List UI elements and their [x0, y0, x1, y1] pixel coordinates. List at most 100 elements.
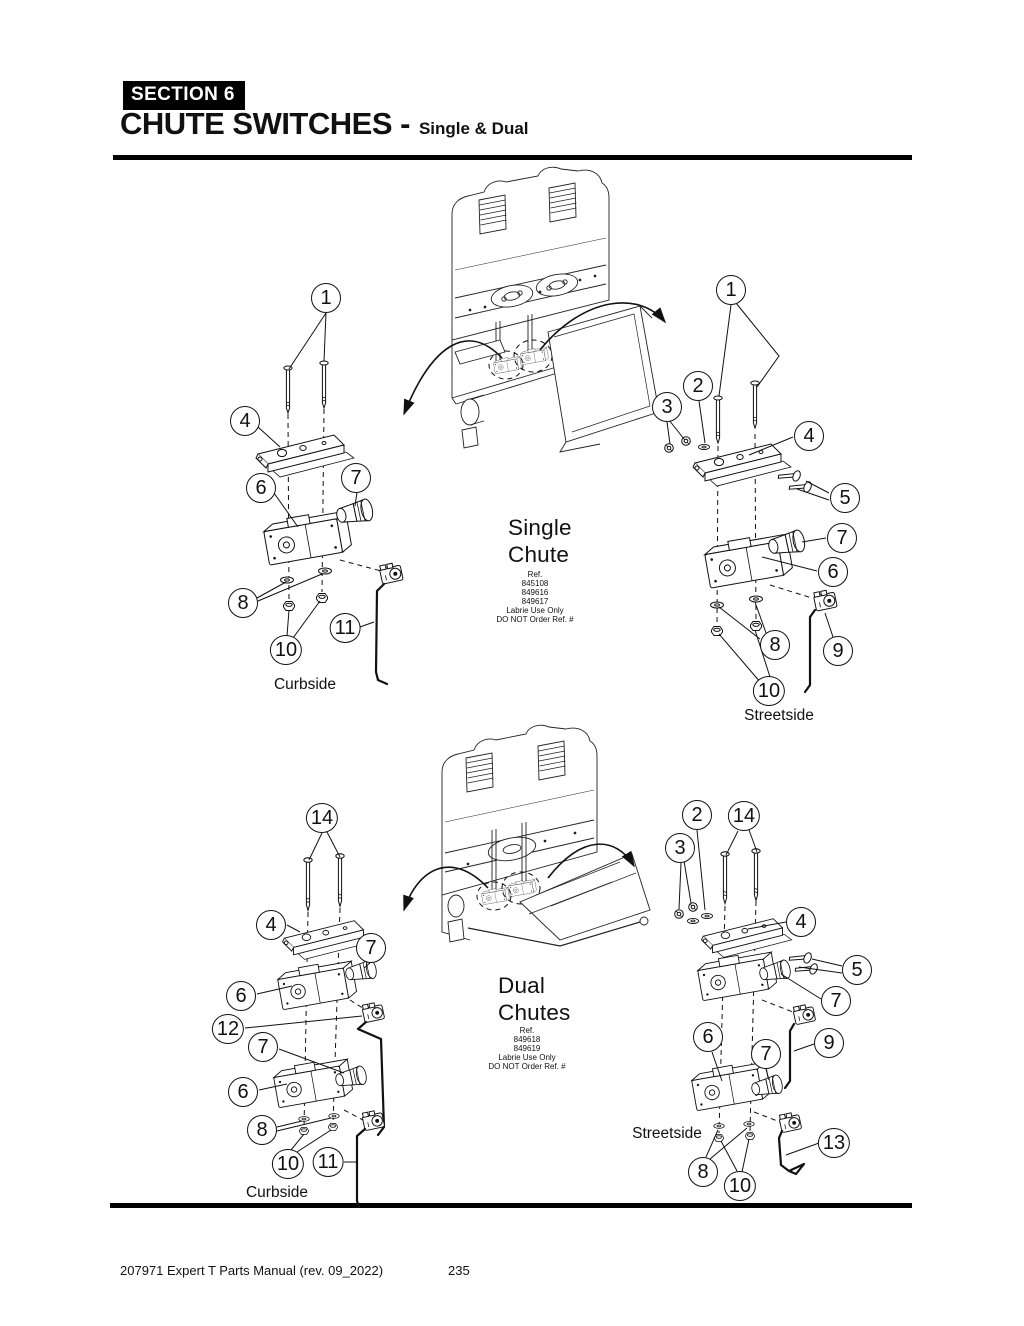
callout-1: 1: [716, 275, 746, 305]
single-streetside-assembly: [664, 302, 838, 694]
lock-nut: [316, 593, 328, 603]
callout-5: 5: [830, 483, 860, 513]
wire-connector: [792, 1002, 817, 1026]
single-chute-title-line1: Single: [508, 515, 572, 540]
dual-chutes-title: Dual Chutes: [498, 972, 571, 1026]
page-title-row: CHUTE SWITCHES - Single & Dual: [120, 106, 529, 142]
switch-rod: [355, 1127, 367, 1209]
dual-chutes-title-line2: Chutes: [498, 1000, 571, 1025]
switch-rod: [783, 1022, 796, 1090]
wire-connector: [361, 1000, 386, 1024]
callout-1: 1: [311, 283, 341, 313]
callout-4: 4: [230, 406, 260, 436]
wire-connector: [361, 1108, 386, 1132]
dual-curbside-assembly: [244, 831, 386, 1209]
page-title: CHUTE SWITCHES -: [120, 106, 410, 141]
flat-washer: [298, 1116, 310, 1122]
lock-nut: [711, 626, 723, 636]
ref-number: 849616: [521, 588, 549, 597]
ref-number: 849618: [513, 1035, 541, 1044]
switch-bracket: [701, 918, 793, 958]
truck-rear-view-dual: [403, 724, 651, 947]
callout-13: 13: [817, 1128, 851, 1158]
callout-3: 3: [652, 392, 682, 422]
callout-12: 12: [211, 1014, 245, 1044]
callout-9: 9: [814, 1028, 844, 1058]
mounting-bolt-long: [720, 851, 730, 905]
callout-6: 6: [246, 473, 276, 503]
mounting-bolt: [319, 360, 329, 409]
callout-11: 11: [329, 613, 361, 643]
dual-streetside-assembly: [674, 829, 843, 1176]
callout-10: 10: [752, 676, 786, 706]
section-badge: SECTION 6: [123, 81, 245, 110]
lock-nut: [745, 1132, 755, 1140]
lock-nut: [299, 1127, 309, 1135]
footer-page-number: 235: [448, 1263, 470, 1278]
callout-7: 7: [248, 1032, 278, 1062]
lock-nut: [283, 601, 295, 611]
callout-9: 9: [823, 636, 853, 666]
ref-note: Labrie Use Only: [506, 606, 564, 615]
single-chute-title-line2: Chute: [508, 542, 570, 567]
switch-rod: [374, 582, 389, 686]
flat-washer: [280, 576, 294, 584]
callout-14: 14: [305, 803, 339, 833]
ref-note: DO NOT Order Ref. #: [488, 1062, 566, 1071]
single-curbside-assembly: [255, 312, 404, 686]
callout-14: 14: [727, 801, 761, 831]
dual-chutes-ref-block: Ref. 849618 849619 Labrie Use Only DO NO…: [488, 1026, 565, 1071]
ref-label: Ref.: [527, 570, 543, 579]
flat-washer: [687, 918, 699, 924]
curbside-label-dual: Curbside: [245, 1184, 309, 1201]
lock-nut-small: [688, 902, 698, 912]
wire-connector: [812, 588, 838, 612]
switch-rod: [777, 1129, 806, 1176]
footer-manual-reference: 207971 Expert T Parts Manual (rev. 09_20…: [120, 1263, 384, 1278]
page-subtitle: Single & Dual: [418, 119, 529, 138]
mounting-bolt: [283, 365, 293, 414]
callout-7: 7: [341, 463, 371, 493]
callout-10: 10: [269, 635, 303, 665]
dual-chutes-title-line1: Dual: [498, 973, 546, 998]
mounting-bolt: [713, 395, 723, 444]
flat-washer: [749, 595, 763, 603]
lock-nut: [750, 621, 762, 631]
callout-8: 8: [760, 630, 790, 660]
callout-4: 4: [794, 421, 824, 451]
flat-washer: [698, 444, 710, 450]
wire-connector: [378, 561, 404, 585]
callout-7: 7: [751, 1039, 781, 1069]
streetside-label-dual: Streetside: [632, 1125, 702, 1142]
callout-10: 10: [723, 1171, 757, 1201]
flat-washer: [710, 601, 724, 609]
callout-4: 4: [256, 910, 286, 940]
callout-8: 8: [688, 1157, 718, 1187]
limit-switch: [275, 958, 358, 1011]
callout-5: 5: [842, 955, 872, 985]
lock-nut-small: [674, 909, 684, 919]
callout-8: 8: [247, 1115, 277, 1145]
ref-label: Ref.: [519, 1026, 535, 1035]
callout-10: 10: [271, 1149, 305, 1179]
mounting-screw: [788, 477, 814, 495]
flat-washer: [701, 913, 713, 919]
harness-wire: [356, 1020, 386, 1137]
ref-note: Labrie Use Only: [498, 1053, 556, 1062]
wire-connector: [778, 1110, 803, 1134]
single-chute-title: Single Chute: [508, 514, 572, 568]
ref-note: DO NOT Order Ref. #: [496, 615, 574, 624]
lock-nut-small: [664, 443, 674, 453]
callout-8: 8: [228, 588, 258, 618]
callout-6: 6: [818, 557, 848, 587]
truck-rear-view-single: [403, 166, 667, 453]
mounting-bolt-long: [303, 857, 313, 911]
callout-2: 2: [683, 371, 713, 401]
callout-6: 6: [693, 1022, 723, 1052]
callout-11: 11: [312, 1147, 344, 1177]
mounting-bolt-long: [335, 853, 345, 907]
callout-7: 7: [827, 523, 857, 553]
footer-rule: [110, 1203, 912, 1208]
